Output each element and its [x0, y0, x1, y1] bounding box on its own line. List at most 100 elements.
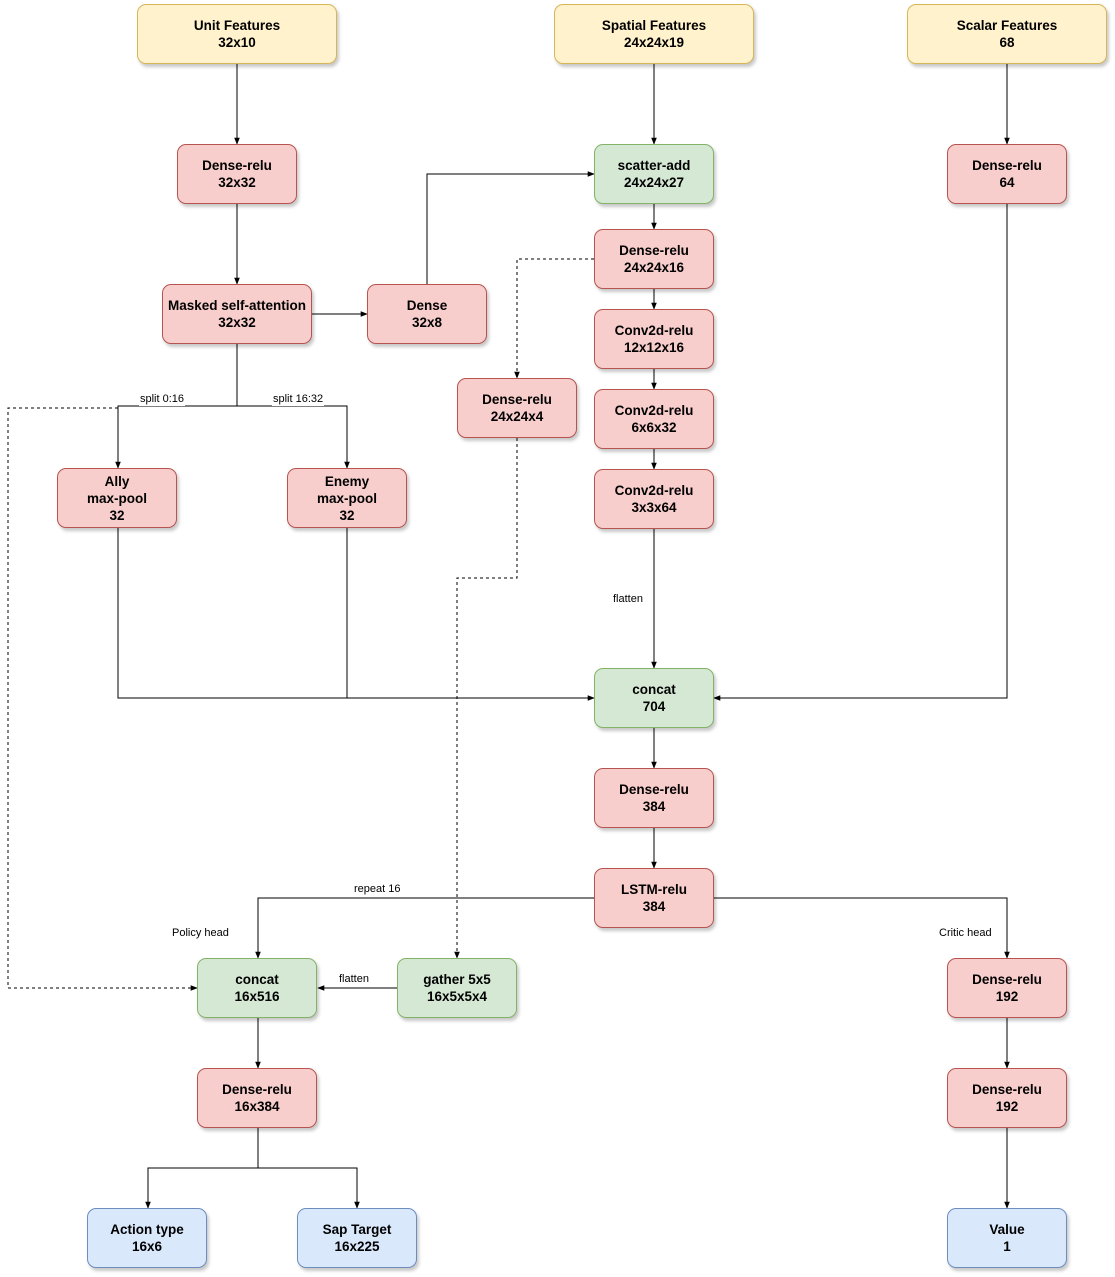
edge-dashed-units-to-policy-concat: [7, 407, 198, 991]
scalar-features-node: Scalar Features 68: [907, 4, 1107, 64]
edge-to-sap-target: [258, 1167, 360, 1209]
node-dims: 16x5x5x4: [426, 989, 488, 1004]
node-title: Dense: [406, 298, 448, 313]
conv2d-relu-1-node: Conv2d-relu 12x12x16: [594, 309, 714, 369]
dense-32x8-node: Dense 32x8: [367, 284, 487, 344]
edge-to-action-type: [145, 1167, 258, 1209]
node-title: Dense-relu: [619, 782, 689, 797]
edge-lstm-to-critic: [714, 897, 1010, 959]
node-title: Unit Features: [193, 18, 281, 33]
node-title: concat: [235, 972, 279, 987]
node-dims: 32: [109, 507, 125, 523]
node-title: Value: [989, 1222, 1025, 1237]
scalar-dense-relu-node: Dense-relu 64: [947, 144, 1067, 204]
node-dims: 384: [642, 899, 666, 914]
node-dims: 32: [339, 507, 355, 523]
policy-head-label: Policy head: [172, 927, 229, 939]
node-line2: max-pool: [316, 490, 377, 506]
sap-target-node: Sap Target 16x225: [297, 1208, 417, 1268]
node-dims: 68: [999, 35, 1015, 50]
node-dims: 32x32: [218, 175, 256, 190]
edge-split-to-enemy: [237, 405, 350, 469]
node-dims: 16x384: [234, 1099, 280, 1114]
critic-dense-relu-1-node: Dense-relu 192: [947, 958, 1067, 1018]
scatter-add-node: scatter-add 24x24x27: [594, 144, 714, 204]
conv2d-relu-3-node: Conv2d-relu 3x3x64: [594, 469, 714, 529]
node-title: LSTM-relu: [621, 882, 687, 897]
node-line2: max-pool: [86, 490, 147, 506]
flatten-gather-label: flatten: [339, 973, 369, 985]
node-title: Conv2d-relu: [614, 403, 694, 418]
node-title: concat: [632, 682, 676, 697]
edge-ally-to-concat: [117, 528, 595, 701]
node-title: Masked self-attention: [167, 298, 307, 313]
value-node: Value 1: [947, 1208, 1067, 1268]
policy-dense-relu-node: Dense-relu 16x384: [197, 1068, 317, 1128]
node-dims: 192: [995, 1099, 1019, 1114]
node-dims: 24x24x16: [623, 260, 685, 275]
node-dims: 32x32: [218, 315, 256, 330]
node-dims: 12x12x16: [623, 340, 685, 355]
node-dims: 384: [642, 799, 666, 814]
ally-max-pool-node: Ally max-pool 32: [57, 468, 177, 528]
node-dims: 24x24x19: [623, 35, 685, 50]
node-dims: 16x225: [334, 1239, 380, 1254]
node-dims: 32x8: [411, 315, 443, 330]
node-line1: Enemy: [324, 473, 370, 489]
masked-self-attention-node: Masked self-attention 32x32: [162, 284, 312, 344]
concat-policy-node: concat 16x516: [197, 958, 317, 1018]
edge-dashed-spatial-to-small-dense: [514, 258, 594, 379]
lstm-relu-node: LSTM-relu 384: [594, 868, 714, 928]
node-dims: 24x24x4: [490, 409, 544, 424]
edge-dense8-to-scatter: [426, 171, 595, 284]
node-dims: 6x6x32: [631, 420, 677, 435]
enemy-max-pool-node: Enemy max-pool 32: [287, 468, 407, 528]
node-title: Dense-relu: [972, 972, 1042, 987]
split-ally-label: split 0:16: [139, 393, 186, 406]
node-title: Dense-relu: [482, 392, 552, 407]
node-title: Dense-relu: [202, 158, 272, 173]
node-title: Conv2d-relu: [614, 323, 694, 338]
edge-split-to-ally: [115, 405, 237, 469]
repeat-label: repeat 16: [353, 883, 402, 896]
concat-main-node: concat 704: [594, 668, 714, 728]
gather-node: gather 5x5 16x5x5x4: [397, 958, 517, 1018]
critic-head-label: Critic head: [939, 927, 992, 939]
node-dims: 704: [642, 699, 666, 714]
node-line1: Ally: [104, 473, 130, 489]
spatial-small-dense-relu-node: Dense-relu 24x24x4: [457, 378, 577, 438]
spatial-dense-relu-node: Dense-relu 24x24x16: [594, 229, 714, 289]
node-dims: 24x24x27: [623, 175, 685, 190]
unit-dense-relu-node: Dense-relu 32x32: [177, 144, 297, 204]
node-dims: 16x516: [234, 989, 280, 1004]
flatten-spatial-label: flatten: [612, 593, 644, 606]
node-dims: 3x3x64: [631, 500, 677, 515]
conv2d-relu-2-node: Conv2d-relu 6x6x32: [594, 389, 714, 449]
action-type-node: Action type 16x6: [87, 1208, 207, 1268]
node-title: Dense-relu: [972, 1082, 1042, 1097]
edge-dashed-small-dense-to-gather: [454, 438, 518, 959]
node-title: Spatial Features: [601, 18, 707, 33]
node-title: scatter-add: [617, 158, 691, 173]
node-title: Dense-relu: [222, 1082, 292, 1097]
node-title: Scalar Features: [956, 18, 1058, 33]
split-enemy-label: split 16:32: [272, 393, 325, 406]
spatial-features-node: Spatial Features 24x24x19: [554, 4, 754, 64]
node-title: Sap Target: [322, 1222, 392, 1237]
node-dims: 16x6: [131, 1239, 163, 1254]
torso-dense-relu-node: Dense-relu 384: [594, 768, 714, 828]
node-title: gather 5x5: [423, 972, 491, 987]
unit-features-node: Unit Features 32x10: [137, 4, 337, 64]
node-title: Dense-relu: [619, 243, 689, 258]
edge-lstm-to-policy: [255, 897, 594, 959]
edge-scalar-dense-to-concat: [713, 204, 1008, 701]
node-dims: 1: [1003, 1239, 1011, 1254]
node-dims: 64: [999, 175, 1015, 190]
node-dims: 192: [995, 989, 1019, 1004]
node-title: Dense-relu: [972, 158, 1042, 173]
node-title: Conv2d-relu: [614, 483, 694, 498]
node-title: Action type: [110, 1222, 184, 1237]
node-dims: 32x10: [218, 35, 256, 50]
critic-dense-relu-2-node: Dense-relu 192: [947, 1068, 1067, 1128]
